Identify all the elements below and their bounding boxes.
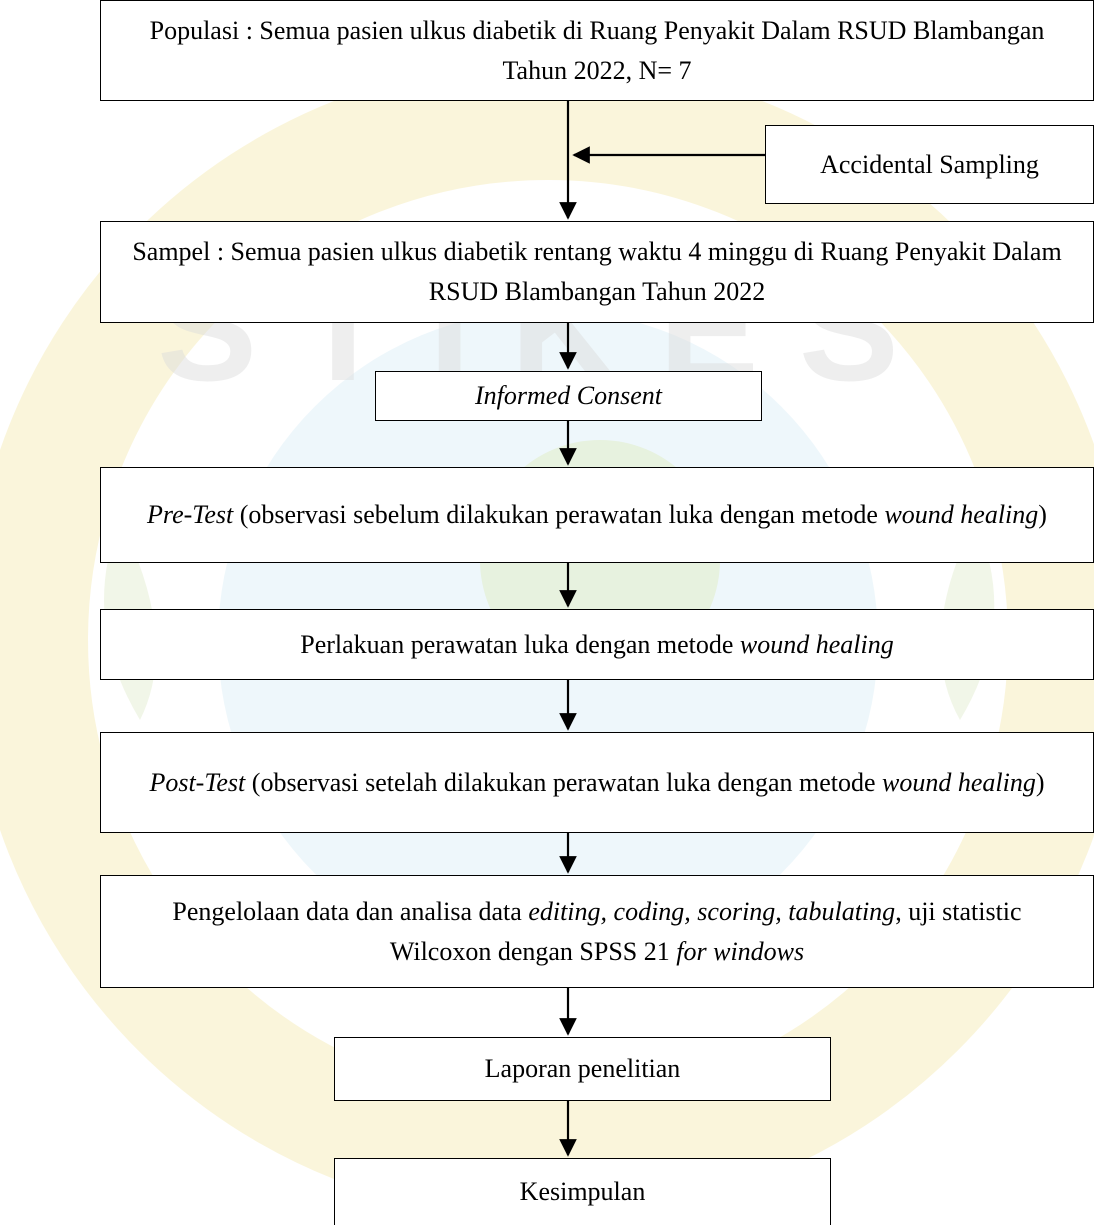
pengelolaan-tail: for windows — [676, 936, 805, 966]
box-pengelolaan: Pengelolaan data dan analisa data editin… — [100, 875, 1094, 988]
posttest-lead: Post-Test — [149, 767, 246, 797]
sampel-text: Sampel : Semua pasien ulkus diabetik ren… — [132, 237, 1062, 306]
perlakuan-tail: wound healing — [739, 629, 894, 659]
pretest-tail: wound healing — [884, 500, 1039, 529]
pretest-end: ) — [1038, 500, 1047, 529]
pretest-text: Pre-Test (observasi sebelum dilakukan pe… — [147, 495, 1047, 535]
box-perlakuan: Perlakuan perawatan luka dengan metode w… — [100, 609, 1094, 680]
box-kesimpulan: Kesimpulan — [334, 1158, 831, 1225]
pengelolaan-body2: , uji statistic Wilcoxon dengan SPSS 21 — [389, 896, 1022, 966]
posttest-text: Post-Test (observasi setelah dilakukan p… — [149, 763, 1044, 803]
sampling-text: Accidental Sampling — [820, 149, 1039, 179]
posttest-tail: wound healing — [882, 767, 1036, 797]
perlakuan-text: Perlakuan perawatan luka dengan metode w… — [300, 625, 894, 665]
box-sampel: Sampel : Semua pasien ulkus diabetik ren… — [100, 221, 1094, 323]
box-laporan: Laporan penelitian — [334, 1037, 831, 1101]
kesimpulan-text: Kesimpulan — [519, 1177, 646, 1206]
pengelolaan-italic: editing, coding, scoring, tabulating — [528, 896, 896, 926]
pretest-lead: Pre-Test — [147, 500, 234, 529]
box-informed-consent: Informed Consent — [375, 371, 762, 421]
box-pre-test: Pre-Test (observasi sebelum dilakukan pe… — [100, 467, 1094, 563]
laporan-text: Laporan penelitian — [484, 1054, 681, 1083]
pengelolaan-body: Pengelolaan data dan analisa data — [172, 896, 529, 926]
populasi-text: Populasi : Semua pasien ulkus diabetik d… — [149, 15, 1045, 85]
informed-consent-text: Informed Consent — [474, 381, 663, 410]
box-accidental-sampling: Accidental Sampling — [765, 125, 1094, 204]
posttest-end: ) — [1035, 767, 1045, 797]
pengelolaan-text: Pengelolaan data dan analisa data editin… — [119, 892, 1075, 972]
box-populasi: Populasi : Semua pasien ulkus diabetik d… — [100, 0, 1094, 101]
pretest-body: (observasi sebelum dilakukan perawatan l… — [233, 500, 885, 529]
posttest-body: (observasi setelah dilakukan perawatan l… — [245, 767, 883, 797]
box-post-test: Post-Test (observasi setelah dilakukan p… — [100, 732, 1094, 833]
perlakuan-body: Perlakuan perawatan luka dengan metode — [300, 629, 740, 659]
